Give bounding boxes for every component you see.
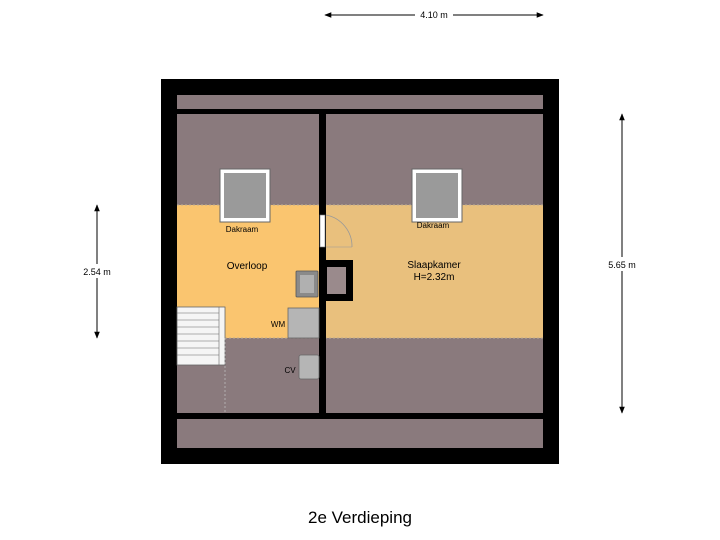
dimension-width-label: 4.10 m: [420, 10, 448, 20]
staircase: [176, 306, 226, 413]
dimension-left: 2.54 m: [79, 204, 115, 339]
skylight-left: [219, 168, 271, 223]
dimension-height: 5.65 m: [604, 113, 640, 414]
dimension-left-label: 2.54 m: [83, 267, 111, 277]
sloped-area-right-bottom: [326, 338, 543, 413]
bedroom-height-label: H=2.32m: [414, 272, 455, 283]
skylight-left-label: Dakraam: [226, 225, 259, 234]
dimension-height-label: 5.65 m: [608, 260, 636, 270]
washing-machine: [287, 307, 320, 339]
washing-machine-label: WM: [271, 320, 286, 329]
interior-wall-lower: [319, 247, 326, 413]
bedroom-floor: [326, 205, 543, 338]
landing-label: Overloop: [227, 261, 268, 272]
skylight-right: [411, 168, 463, 223]
dimension-width: 4.10 m: [324, 8, 544, 21]
roof-strip-top: [177, 95, 543, 109]
bedroom-label: Slaapkamer: [407, 260, 461, 271]
boiler: [298, 354, 320, 380]
skylight-right-label: Dakraam: [417, 221, 450, 230]
door: [319, 214, 353, 248]
floor-title: 2e Verdieping: [308, 508, 412, 527]
roof-strip-bottom: [177, 419, 543, 448]
interior-wall-upper: [319, 114, 326, 215]
boiler-label: CV: [284, 366, 296, 375]
appliance-box: [295, 270, 319, 298]
